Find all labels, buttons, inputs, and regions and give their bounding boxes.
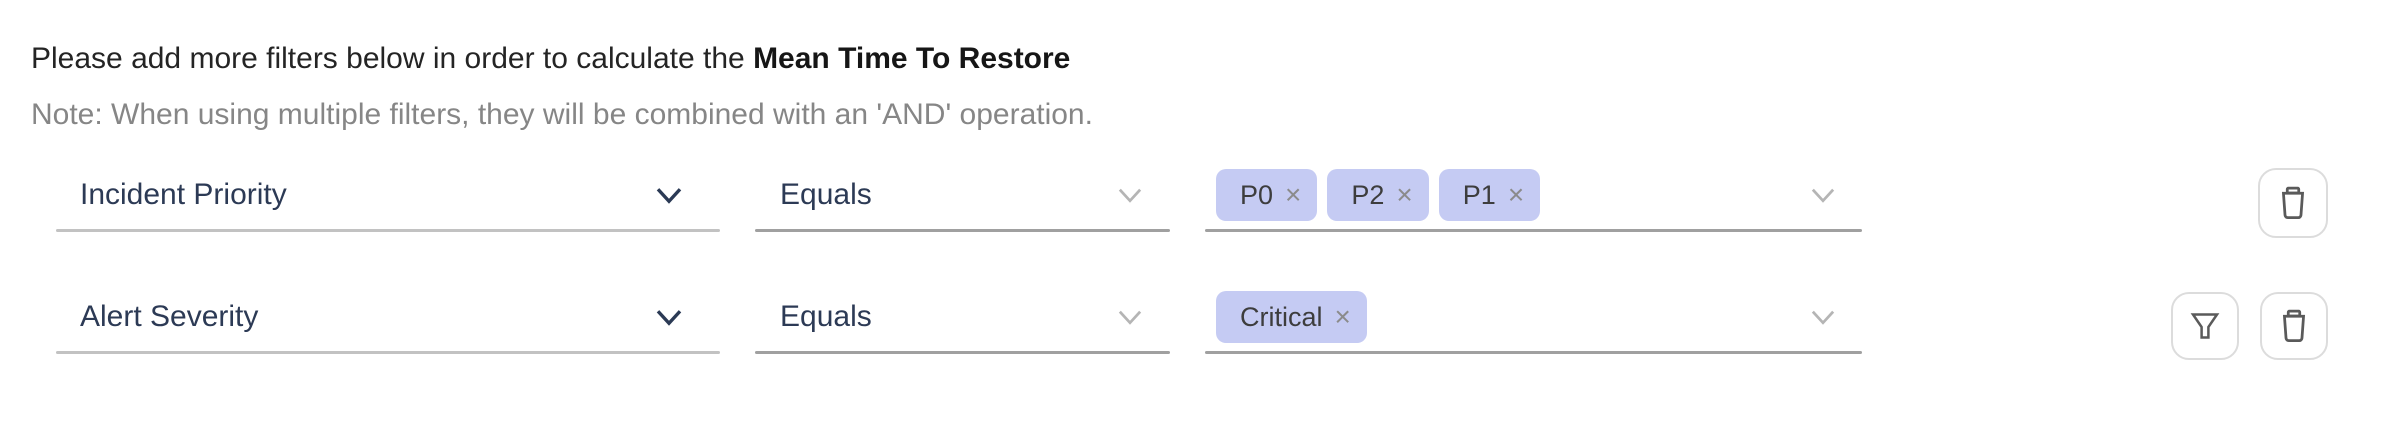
metric-name: Mean Time To Restore [753, 42, 1071, 75]
row1-attribute-select[interactable]: Incident Priority [56, 158, 720, 232]
trash-icon [2278, 309, 2310, 343]
tag-label: P0 [1240, 179, 1274, 210]
tag-label: Critical [1240, 301, 1323, 332]
row2-values-underline [1205, 351, 1862, 354]
chevron-down-icon [1118, 309, 1142, 326]
chevron-down-icon [656, 187, 682, 205]
row1-operator-select[interactable]: Equals [755, 158, 1170, 232]
chevron-down-icon [656, 309, 682, 327]
tag-label: P2 [1351, 179, 1385, 210]
row1-attribute-value: Incident Priority [80, 178, 287, 211]
remove-tag-icon[interactable]: × [1334, 301, 1351, 332]
value-tag: P2 × [1327, 169, 1429, 221]
row2-attribute-underline [56, 351, 720, 354]
funnel-icon [2189, 311, 2221, 341]
page-title: Please add more filters below in order t… [31, 40, 1070, 78]
filters-note: Note: When using multiple filters, they … [31, 98, 1093, 131]
remove-tag-icon[interactable]: × [1285, 179, 1302, 210]
row2-filter-button[interactable] [2171, 292, 2239, 360]
remove-tag-icon[interactable]: × [1507, 179, 1525, 210]
title-intro: Please add more filters below in order t… [31, 42, 754, 75]
row1-delete-button[interactable] [2258, 168, 2328, 238]
tag-label: P1 [1462, 179, 1496, 210]
trash-icon [2277, 186, 2309, 220]
row2-delete-button[interactable] [2260, 292, 2328, 360]
row2-values-multiselect[interactable]: Critical × [1205, 280, 1862, 354]
row2-selected-values: Critical × [1205, 291, 1367, 343]
row1-values-underline [1205, 229, 1862, 232]
value-tag: P0 × [1216, 169, 1318, 221]
row1-operator-value: Equals [780, 178, 872, 211]
chevron-down-icon [1811, 187, 1835, 204]
chevron-down-icon [1811, 309, 1835, 326]
row2-attribute-value: Alert Severity [80, 300, 259, 333]
row2-operator-select[interactable]: Equals [755, 280, 1170, 354]
remove-tag-icon[interactable]: × [1396, 179, 1413, 210]
row1-selected-values: P0 × P2 × P1 × [1205, 169, 1541, 221]
value-tag: P1 × [1438, 169, 1541, 221]
value-tag: Critical × [1216, 291, 1367, 343]
row1-attribute-underline [56, 229, 720, 232]
row2-attribute-select[interactable]: Alert Severity [56, 280, 720, 354]
row2-operator-value: Equals [780, 300, 872, 333]
row1-operator-underline [755, 229, 1170, 232]
row2-operator-underline [755, 351, 1170, 354]
row1-values-multiselect[interactable]: P0 × P2 × P1 × [1205, 158, 1862, 232]
chevron-down-icon [1118, 187, 1142, 204]
